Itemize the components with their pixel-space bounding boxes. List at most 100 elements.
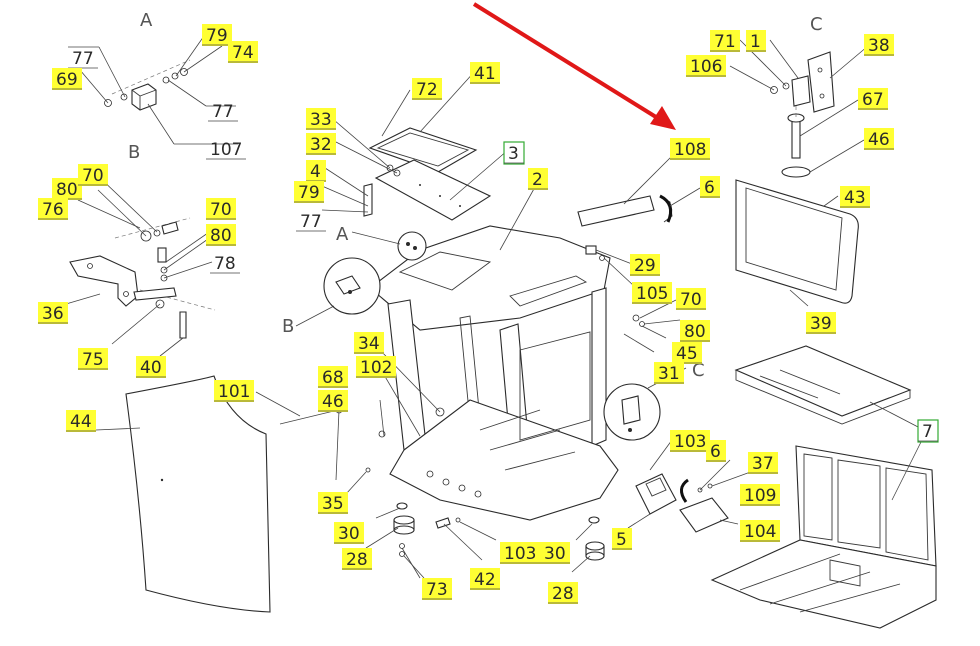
callout-highlight — [412, 78, 442, 100]
part-number-label: 28 — [552, 584, 574, 604]
callout-highlight — [746, 30, 766, 52]
side-window-glass — [735, 179, 859, 307]
callout-highlight — [740, 520, 780, 542]
callout-highlight — [528, 168, 548, 190]
part-callout: 68 — [318, 366, 348, 388]
part-number-label: 80 — [56, 180, 78, 200]
callout-highlight — [676, 288, 706, 310]
part-number-label: 30 — [338, 524, 360, 544]
callout-highlight — [318, 366, 348, 388]
callout-highlight — [500, 542, 540, 564]
part-callout: 79 — [294, 181, 324, 203]
part-callout: 103 — [500, 542, 540, 564]
section-letter: C — [810, 14, 823, 35]
part-callout: 108 — [670, 138, 710, 160]
part-callout: 107 — [206, 140, 246, 160]
part-callout: 31 — [654, 362, 684, 384]
section-letter: B — [128, 142, 140, 163]
part-callout: 3 — [503, 141, 525, 165]
callout-box — [503, 141, 525, 165]
part-callout: 74 — [228, 41, 258, 63]
callout-highlight — [864, 128, 894, 150]
circle-callout-b — [295, 257, 381, 327]
part-callout: 69 — [52, 68, 82, 90]
callout-highlight — [540, 542, 570, 564]
part-number-label: 34 — [358, 334, 380, 354]
part-number-label: 36 — [42, 304, 64, 324]
part-number-label: 78 — [214, 254, 236, 274]
section-letter: A — [140, 10, 153, 31]
part-callout: 103 — [670, 430, 710, 452]
part-callout: 70 — [78, 164, 108, 186]
callout-highlight — [470, 62, 500, 84]
callout-highlight — [686, 55, 726, 77]
part-number-label: 2 — [532, 170, 543, 190]
callout-highlight — [356, 356, 396, 378]
part-number-label: 80 — [210, 226, 232, 246]
part-callout: 78 — [210, 254, 240, 274]
part-callout: 105 — [632, 282, 672, 304]
part-callout: 77 — [208, 102, 238, 122]
callout-highlight — [306, 133, 336, 155]
callout-highlight — [670, 138, 710, 160]
part-number-label: 32 — [310, 135, 332, 155]
part-callout: 5 — [612, 528, 632, 550]
callout-highlight — [38, 198, 68, 220]
part-callout: 29 — [630, 254, 660, 276]
part-number-label: 69 — [56, 70, 78, 90]
part-callout: 30 — [540, 542, 570, 564]
section-letters: A B C A B C — [128, 10, 823, 381]
part-number-label: 72 — [416, 80, 438, 100]
part-number-label: 77 — [300, 212, 322, 232]
callout-highlight — [78, 348, 108, 370]
part-number-label: 3 — [508, 144, 519, 164]
callout-highlight — [206, 224, 236, 246]
part-number-label: 101 — [218, 382, 250, 402]
part-number-label: 109 — [744, 486, 776, 506]
part-callout: 72 — [412, 78, 442, 100]
mounting-hardware — [345, 399, 757, 579]
part-number-label: 37 — [752, 454, 774, 474]
callout-highlight — [202, 24, 232, 46]
part-callout: 39 — [806, 312, 836, 334]
part-callout: 106 — [686, 55, 726, 77]
callout-highlight — [858, 88, 888, 110]
callout-highlight — [632, 282, 672, 304]
callout-highlight — [840, 186, 870, 208]
part-callout: 67 — [858, 88, 888, 110]
part-number-label: 68 — [322, 368, 344, 388]
part-callout: 32 — [306, 133, 336, 155]
part-callout: 28 — [548, 582, 578, 604]
part-callout: 40 — [136, 356, 166, 378]
callout-highlight — [214, 380, 254, 402]
section-letter: A — [336, 224, 349, 245]
section-letter: C — [692, 360, 705, 381]
part-callout: 46 — [864, 128, 894, 150]
part-callout: 70 — [676, 288, 706, 310]
callout-highlight — [748, 452, 778, 474]
part-number-label: 74 — [232, 43, 254, 63]
callout-highlight — [318, 492, 348, 514]
part-callout: 70 — [206, 198, 236, 220]
part-number-label: 107 — [210, 140, 242, 160]
part-callout: 7 — [917, 419, 939, 443]
door-panel — [95, 375, 343, 613]
callout-highlight — [740, 484, 780, 506]
part-number-label: 79 — [298, 183, 320, 203]
part-callout: 42 — [470, 568, 500, 590]
part-number-label: 73 — [426, 580, 448, 600]
part-number-label: 46 — [868, 130, 890, 150]
callout-highlight — [294, 181, 324, 203]
callout-highlight — [806, 312, 836, 334]
part-callout: 73 — [422, 578, 452, 600]
part-number-label: 30 — [544, 544, 566, 564]
part-number-label: 67 — [862, 90, 884, 110]
roof-hatch-assembly — [321, 69, 509, 221]
part-callout: 80 — [206, 224, 236, 246]
part-number-label: 39 — [810, 314, 832, 334]
front-wiper-parts — [577, 151, 701, 353]
part-number-label: 4 — [310, 162, 321, 182]
part-callout: 45 — [672, 342, 702, 364]
part-number-label: 108 — [674, 140, 706, 160]
